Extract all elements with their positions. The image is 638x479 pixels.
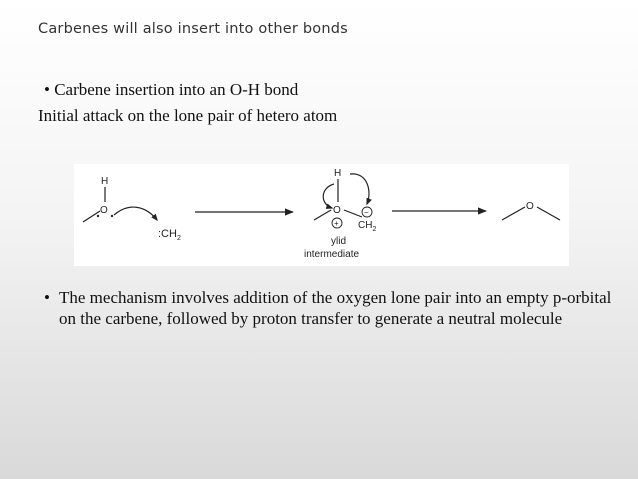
oxygen-mid: O bbox=[333, 205, 341, 216]
oxygen-left: O bbox=[100, 205, 108, 216]
initial-attack-text: Initial attack on the lone pair of heter… bbox=[38, 106, 338, 125]
carbene-label: :CH2 bbox=[158, 228, 181, 242]
lone-pair-dot bbox=[110, 214, 114, 218]
positive-charge-circle bbox=[331, 217, 343, 229]
ylid-label: ylid bbox=[331, 236, 346, 247]
curved-arrow-proton-left bbox=[322, 183, 335, 209]
bullet-dot: • bbox=[44, 288, 50, 307]
hydrogen-left: H bbox=[101, 176, 108, 187]
methyl-bond-mid bbox=[313, 209, 332, 221]
reaction-scheme-svg: H O :CH2 H O + − CH2 ylid intermedi bbox=[82, 168, 561, 260]
bullet-dot: • bbox=[44, 80, 50, 99]
methyl-bond-right-1 bbox=[501, 206, 526, 221]
bullet-text: Carbene insertion into an O-H bond bbox=[54, 80, 299, 99]
curved-arrow-attack bbox=[113, 206, 158, 222]
dimethyl-ether-structure: O bbox=[501, 201, 561, 221]
methyl-bond-right-2 bbox=[536, 206, 561, 221]
curved-arrow-proton-right bbox=[349, 173, 372, 206]
negative-charge-circle bbox=[361, 206, 373, 218]
oc-bond-mid bbox=[343, 209, 363, 218]
oxygen-right: O bbox=[526, 201, 534, 212]
positive-charge: + bbox=[334, 219, 339, 228]
negative-charge: − bbox=[364, 208, 369, 217]
ylid-intermediate-structure: H O + − CH2 ylid intermediate bbox=[304, 168, 376, 260]
bullet-mechanism: • The mechanism involves addition of the… bbox=[44, 287, 619, 329]
hydrogen-mid: H bbox=[334, 168, 341, 179]
bullet-carbene-insertion: • Carbene insertion into an O-H bond bbox=[44, 80, 298, 100]
methanol-structure: H O :CH2 bbox=[82, 176, 181, 242]
slide-title: Carbenes will also insert into other bon… bbox=[38, 21, 348, 37]
intermediate-label: intermediate bbox=[304, 249, 359, 260]
ch2-mid-label: CH2 bbox=[358, 220, 376, 233]
lone-pair-dot bbox=[96, 214, 100, 218]
bullet-text: The mechanism involves addition of the o… bbox=[59, 288, 612, 328]
methyl-bond-left bbox=[82, 210, 101, 223]
reaction-scheme: H O :CH2 H O + − CH2 ylid intermedi bbox=[74, 164, 569, 266]
